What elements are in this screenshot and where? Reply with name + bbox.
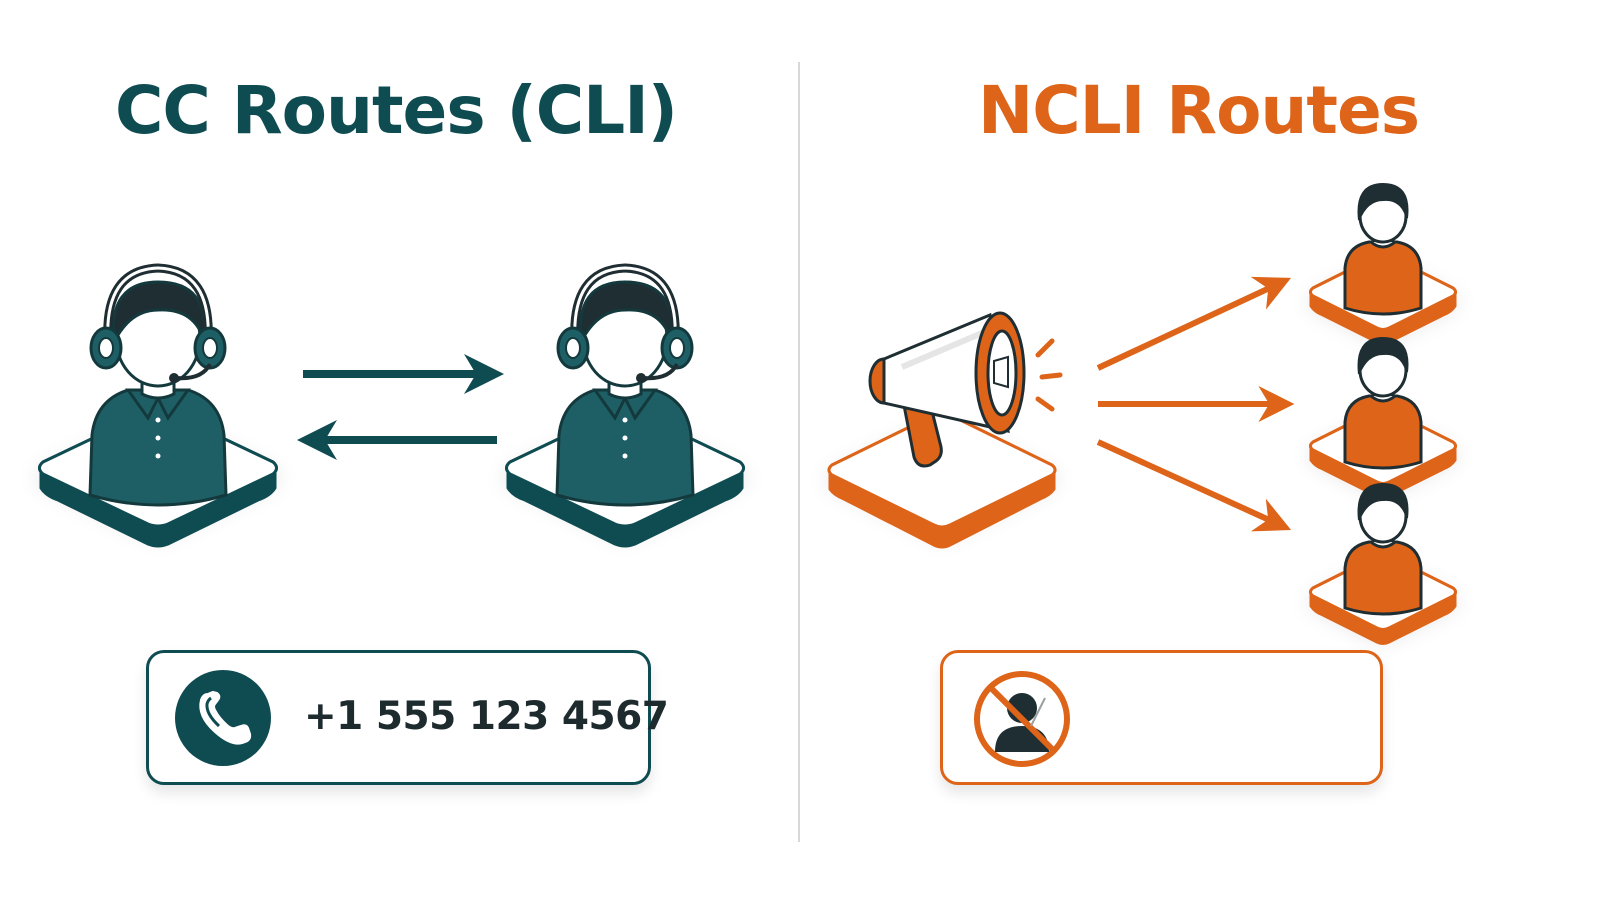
caller-id-box: +1 555 123 4567	[146, 650, 669, 785]
cli-routes-title: CC Routes (CLI)	[115, 72, 678, 149]
recipient-icon-top	[1311, 184, 1456, 344]
right-agent-icon	[507, 268, 744, 546]
no-person-icon	[971, 668, 1073, 770]
broadcast-arrow-bottom	[1096, 439, 1292, 532]
recipient-icon-middle	[1311, 338, 1456, 498]
phone-icon	[175, 670, 271, 766]
panel-divider	[798, 62, 800, 842]
ncli-routes-title: NCLI Routes	[978, 72, 1420, 149]
recipient-icon-bottom	[1311, 484, 1456, 644]
megaphone-icon	[827, 311, 1063, 549]
caller-id-number: +1 555 123 4567	[304, 694, 669, 739]
no-caller-id-box	[940, 650, 1383, 785]
left-agent-icon	[40, 268, 277, 546]
broadcast-arrow-top	[1096, 276, 1292, 371]
